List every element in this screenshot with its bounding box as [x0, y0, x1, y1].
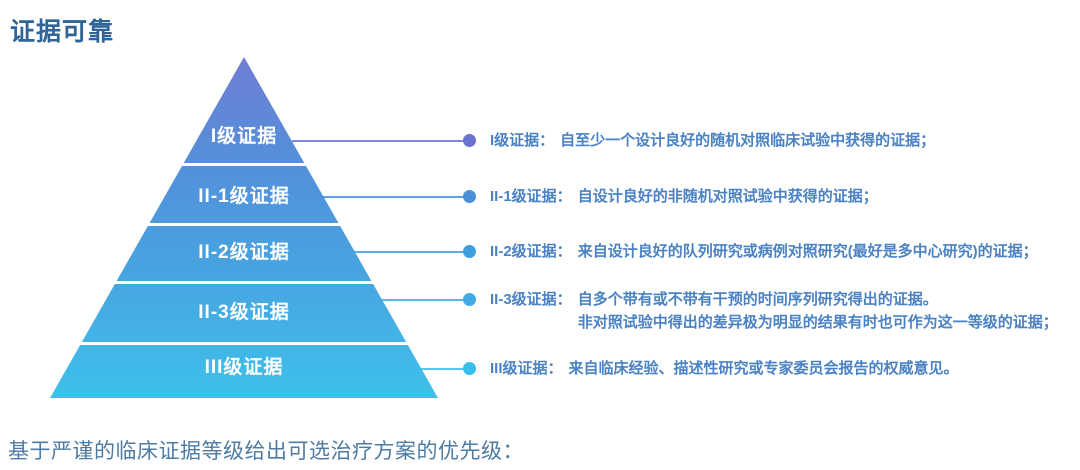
connector-line	[382, 299, 464, 301]
connector-line	[322, 196, 464, 198]
connector-line	[352, 251, 464, 253]
page-title: 证据可靠	[10, 18, 115, 46]
row-description: 自至少一个设计良好的随机对照临床试验中获得的证据；	[560, 132, 936, 149]
row-label: II-3级证据：	[490, 291, 572, 308]
row-description: 来自设计良好的队列研究或病例对照研究(最好是多中心研究)的证据；	[577, 243, 1038, 260]
row-label: II-2级证据：	[490, 243, 572, 260]
bullet-dot-icon	[463, 134, 476, 147]
footer-text: 基于严谨的临床证据等级给出可选治疗方案的优先级：	[8, 440, 524, 463]
row-description: 自多个带有或不带有干预的时间序列研究得出的证据。 非对照试验中得出的差异极为明显…	[578, 288, 1058, 334]
pyramid-level-label-4: II-3级证据	[198, 302, 290, 323]
bullet-dot-icon	[463, 362, 476, 375]
row-label: I级证据：	[490, 132, 555, 149]
pyramid-level-label-1: I级证据	[210, 126, 278, 147]
row-description-line2: 非对照试验中得出的差异极为明显的结果有时也可作为这一等级的证据；	[577, 314, 1058, 331]
bullet-dot-icon	[463, 190, 476, 203]
connector-line	[420, 368, 464, 370]
row-description-line1: 自多个带有或不带有干预的时间序列研究得出的证据。	[577, 291, 938, 308]
level-divider	[50, 163, 438, 166]
level-divider	[50, 281, 438, 284]
pyramid-level-label-5: III级证据	[204, 357, 284, 378]
row-description: 自设计良好的非随机对照试验中获得的证据；	[577, 188, 878, 205]
connector-line	[292, 140, 464, 142]
level-divider	[50, 223, 438, 226]
evidence-pyramid-graphic	[50, 57, 438, 398]
row-label: III级证据：	[490, 360, 563, 377]
bullet-dot-icon	[463, 293, 476, 306]
bullet-dot-icon	[463, 245, 476, 258]
pyramid-level-label-2: II-1级证据	[198, 186, 290, 207]
pyramid-level-label-3: II-2级证据	[198, 242, 290, 263]
row-description: 来自临床经验、描述性研究或专家委员会报告的权威意见。	[568, 360, 959, 377]
row-label: II-1级证据：	[490, 188, 572, 205]
pyramid-triangle	[50, 57, 438, 398]
level-divider	[50, 342, 438, 345]
